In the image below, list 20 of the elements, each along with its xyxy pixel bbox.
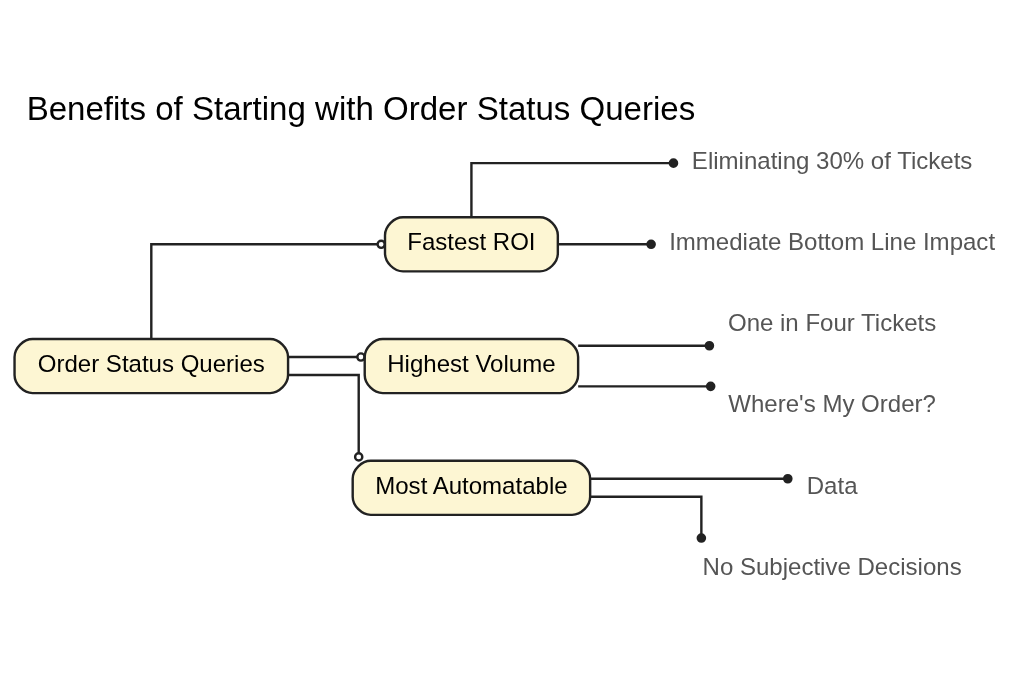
node-box: Highest Volume [363,337,580,394]
node-box: Fastest ROI [383,215,560,273]
node-text: Eliminating 30% of Tickets [691,146,973,174]
node-box: Order Status Queries [13,337,290,394]
connector [470,157,679,217]
connector [558,239,656,249]
diagram-title: Benefits of Starting with Order Status Queries [26,89,696,127]
node-text: Immediate Bottom Line Impact [669,227,996,255]
connector [590,473,793,484]
connector [578,381,716,391]
connector [288,351,366,362]
node-box: Most Automatable [351,459,592,516]
node-text: One in Four Tickets [727,308,937,336]
connector [590,495,707,543]
node-text: Where's My Order? [728,389,936,417]
connector [150,239,386,338]
node-text: Data [806,470,858,498]
connector [288,373,364,462]
connector [578,340,715,351]
node-text: No Subjective Decisions [702,552,962,580]
